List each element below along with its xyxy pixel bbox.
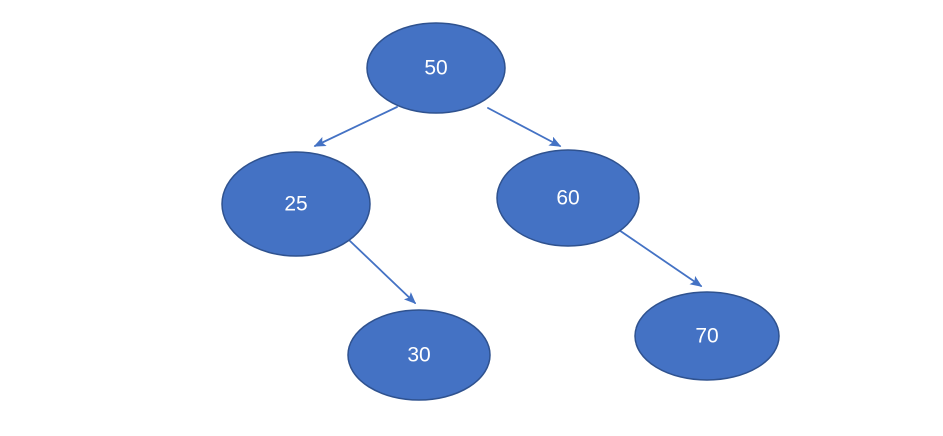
tree-node-60: 60 — [496, 149, 640, 247]
edge-25-to-30 — [349, 240, 417, 305]
tree-node-50: 50 — [366, 22, 506, 114]
edge-60-to-70 — [615, 227, 703, 287]
node-ellipse-70 — [634, 291, 780, 381]
node-ellipse-30 — [347, 309, 491, 401]
edge-50-to-25 — [313, 106, 398, 147]
edge-50-to-60 — [487, 107, 562, 147]
node-label-30: 30 — [407, 344, 430, 367]
node-label-60: 60 — [556, 187, 579, 210]
tree-node-30: 30 — [347, 309, 491, 401]
node-ellipse-25 — [221, 151, 371, 257]
tree-node-70: 70 — [634, 291, 780, 381]
node-label-25: 25 — [284, 193, 307, 216]
node-label-50: 50 — [424, 57, 447, 80]
tree-node-25: 25 — [221, 151, 371, 257]
node-ellipse-50 — [366, 22, 506, 114]
node-ellipse-60 — [496, 149, 640, 247]
node-label-70: 70 — [695, 325, 718, 348]
